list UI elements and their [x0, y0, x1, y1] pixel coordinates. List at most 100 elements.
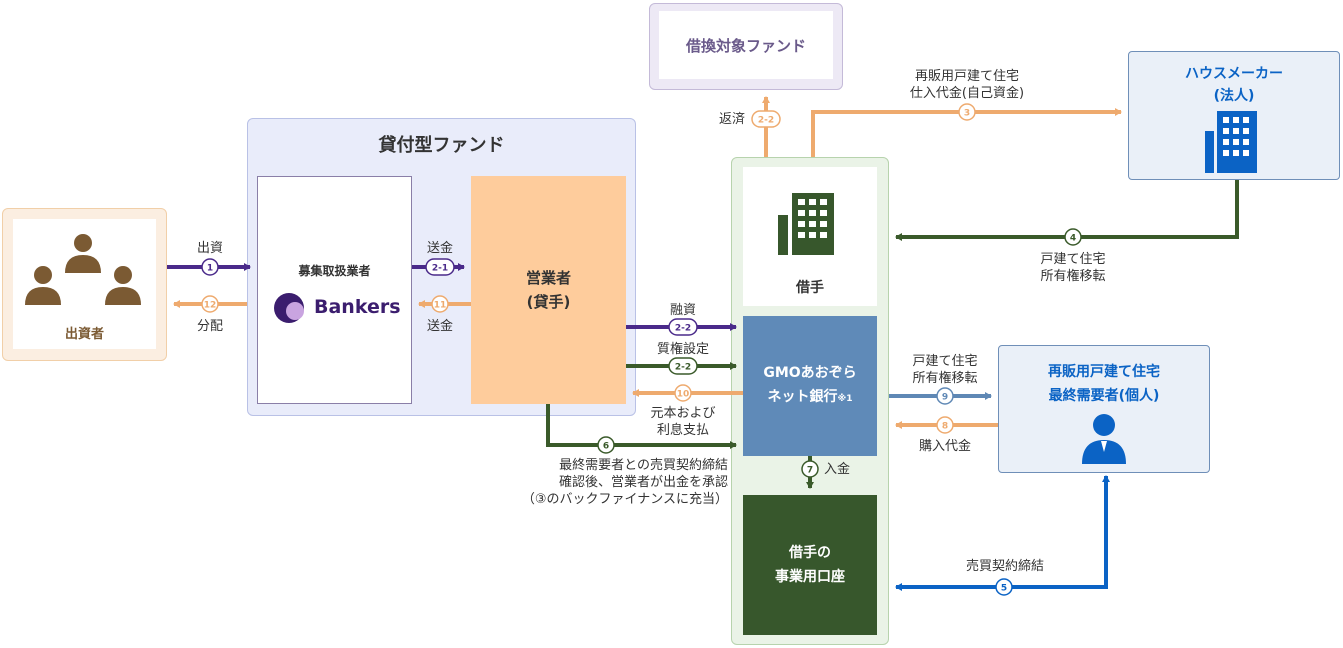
label-12: 分配 [188, 318, 232, 335]
label-10: 元本および利息支払 [638, 405, 728, 439]
label-6-line1: 最終需要者との売買契約締結 [559, 458, 728, 473]
fund-title: 貸付型ファンド [378, 135, 505, 156]
badge-3: 3 [958, 103, 976, 121]
badge-2-2c-text: 2-2 [758, 116, 774, 126]
label-2-2c-line1: 返済 [718, 112, 745, 127]
label-2-2a-line1: 融資 [669, 303, 696, 318]
investors-icon [25, 234, 141, 305]
badge-9: 9 [936, 387, 954, 405]
label-9-line2: 所有権移転 [912, 371, 978, 386]
operator-box: 営業者 (貸手) [471, 176, 626, 404]
person-icon [1082, 414, 1126, 464]
label-6: 最終需要者との売買契約締結確認後、営業者が出金を承認 （③のバックファイナンスに充… [488, 457, 728, 508]
badge-8-text: 8 [942, 422, 948, 432]
badge-1-text: 1 [207, 264, 213, 274]
label-4-line1: 戸建て住宅 [1040, 252, 1106, 267]
label-1-line1: 出資 [196, 241, 223, 256]
badge-3-text: 3 [964, 109, 970, 119]
label-2-2c: 返済 [712, 111, 752, 128]
badge-6-text: 6 [603, 442, 609, 452]
badge-4: 4 [1064, 228, 1082, 246]
badge-11-text: 11 [434, 301, 447, 311]
investors-label: 出資者 [64, 327, 104, 342]
badge-2-1-text: 2-1 [432, 264, 448, 274]
bank-line1: GMOあおぞら [763, 365, 857, 381]
badge-2-2a-text: 2-2 [675, 324, 691, 334]
arrow-6 [546, 404, 737, 449]
label-4: 戸建て住宅所有権移転 [1033, 251, 1113, 285]
badge-12: 12 [201, 295, 219, 313]
badge-8: 8 [936, 416, 954, 434]
bank-line2-wrap: ネット銀行※1 [767, 385, 852, 411]
house-maker-title: ハウスメーカー (法人) [1128, 63, 1340, 107]
label-3-line2: 仕入代金(自己資金) [909, 86, 1025, 101]
label-2-1-line1: 送金 [426, 241, 453, 256]
badge-10: 10 [674, 384, 692, 402]
badge-1: 1 [201, 258, 219, 276]
bank-line2: ネット銀行 [767, 389, 838, 405]
label-2-2b-line1: 質権設定 [656, 342, 709, 357]
badge-6: 6 [597, 436, 615, 454]
label-8: 購入代金 [910, 438, 980, 455]
operator-line1: 営業者 [525, 269, 571, 287]
label-6-line2: 確認後、営業者が出金を承認 [558, 475, 728, 490]
building-icon [778, 193, 834, 255]
badge-4-text: 4 [1070, 234, 1076, 244]
label-11: 送金 [418, 318, 462, 335]
office-building-icon [1205, 111, 1257, 173]
badge-11: 11 [431, 295, 449, 313]
end-buyer-line1: 再販用戸建て住宅 [1048, 364, 1160, 380]
label-2-1: 送金 [418, 240, 462, 257]
bank-box: GMOあおぞら ネット銀行※1 [743, 316, 877, 456]
account-box: 借手の 事業用口座 [743, 495, 877, 635]
borrower-label: 借手 [796, 280, 824, 296]
label-3: 再販用戸建て住宅仕入代金(自己資金) [897, 68, 1037, 102]
badge-5: 5 [995, 578, 1013, 596]
badge-2-2b-text: 2-2 [675, 363, 691, 373]
platform-box [257, 176, 412, 404]
account-line2: 事業用口座 [775, 569, 845, 585]
label-7-line1: 入金 [823, 462, 850, 477]
label-8-line1: 購入代金 [918, 439, 971, 454]
label-9-line1: 戸建て住宅 [912, 354, 978, 369]
badge-2-2c: 2-2 [751, 110, 781, 128]
bankers-logo-text: Bankers [314, 296, 401, 318]
label-11-line1: 送金 [426, 319, 453, 334]
account-line1: 借手の [789, 545, 831, 561]
label-2-2b: 質権設定 [643, 341, 723, 358]
label-4-line2: 所有権移転 [1040, 269, 1106, 284]
end-buyer-title: 再販用戸建て住宅 最終需要者(個人) [998, 360, 1210, 408]
arrow-4 [895, 180, 1239, 241]
badge-9-text: 9 [942, 393, 948, 403]
label-10-line1: 元本および [650, 406, 716, 421]
bankers-logo-icon [274, 293, 304, 323]
operator-line2: (貸手) [526, 293, 571, 311]
bank-note: ※1 [837, 394, 853, 404]
badge-5-text: 5 [1001, 584, 1007, 594]
badge-2-2b: 2-2 [668, 357, 698, 375]
label-5-line1: 売買契約締結 [965, 559, 1044, 574]
label-1: 出資 [188, 240, 232, 257]
badge-7: 7 [801, 460, 819, 478]
refinance-fund-box: 借換対象ファンド [659, 11, 833, 79]
label-5: 売買契約締結 [950, 558, 1060, 575]
end-buyer-line2: 最終需要者(個人) [1048, 388, 1160, 404]
label-7: 入金 [822, 461, 852, 478]
badge-2-2a: 2-2 [668, 318, 698, 336]
badge-12-text: 12 [204, 301, 217, 311]
label-9: 戸建て住宅所有権移転 [905, 353, 985, 387]
badge-2-1: 2-1 [425, 258, 455, 276]
refinance-fund-label: 借換対象ファンド [685, 36, 806, 55]
label-12-line1: 分配 [196, 319, 223, 334]
platform-label: 募集取扱業者 [298, 264, 371, 278]
house-maker-line2: (法人) [1213, 88, 1255, 104]
badge-10-text: 10 [677, 390, 690, 400]
label-2-2a: 融資 [653, 302, 713, 319]
badge-7-text: 7 [807, 466, 813, 476]
house-maker-line1: ハウスメーカー [1185, 66, 1283, 82]
label-10-line2: 利息支払 [656, 423, 709, 438]
label-6-line3: （③のバックファイナンスに充当） [521, 492, 728, 507]
arrow-5 [895, 479, 1108, 591]
arrow-3 [811, 108, 1122, 157]
